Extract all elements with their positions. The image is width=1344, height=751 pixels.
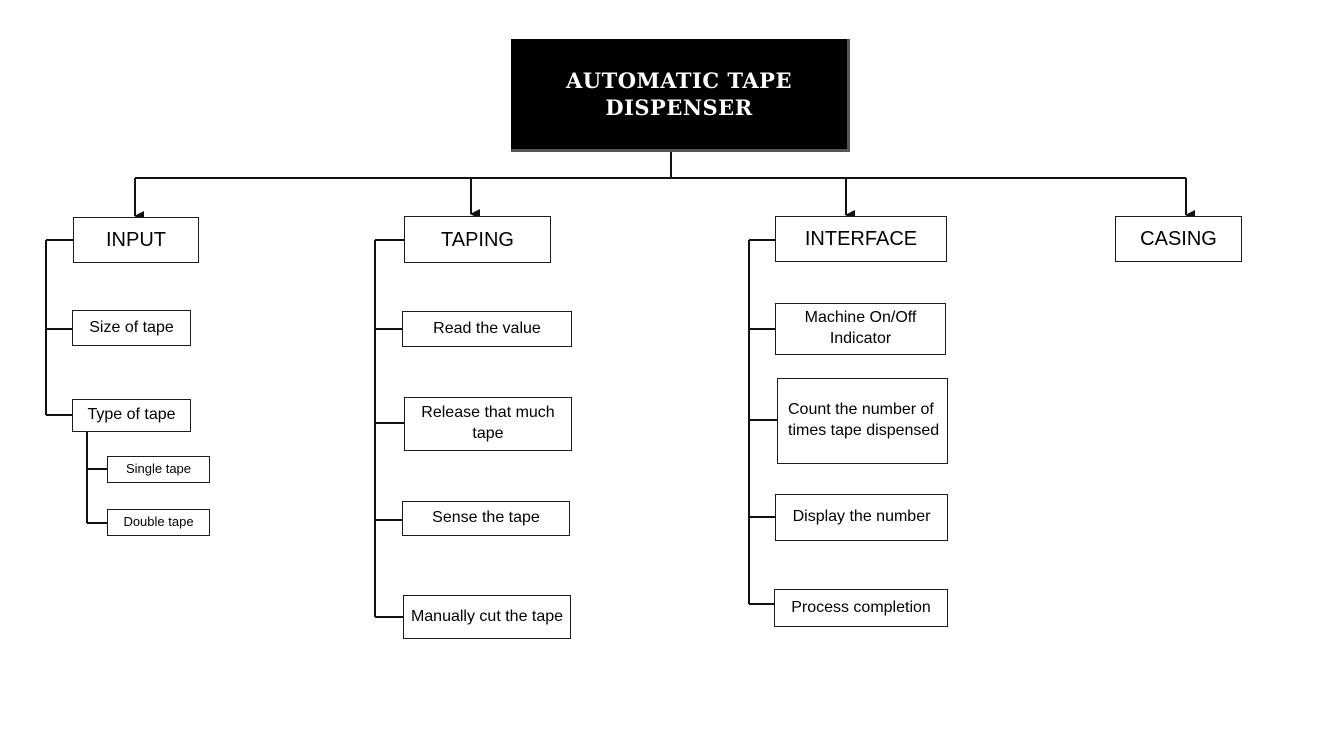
input-item-type-label: Type of tape bbox=[87, 406, 176, 424]
taping-item-read-label: Read the value bbox=[433, 319, 541, 337]
taping-item-release: Release that much tape bbox=[404, 397, 572, 451]
interface-item-count-label: Count the number of times tape dispensed bbox=[788, 401, 940, 439]
interface-item-display: Display the number bbox=[775, 494, 948, 541]
taping-item-sense: Sense the tape bbox=[402, 501, 570, 536]
input-item-size: Size of tape bbox=[72, 310, 191, 346]
interface-item-count: Count the number of times tape dispensed bbox=[777, 378, 948, 464]
interface-item-display-label: Display the number bbox=[792, 508, 931, 526]
category-taping: TAPING bbox=[404, 216, 551, 263]
root-node: AUTOMATIC TAPE DISPENSER bbox=[511, 39, 850, 152]
input-subitem-double: Double tape bbox=[107, 509, 210, 536]
taping-item-sense-label: Sense the tape bbox=[432, 509, 540, 527]
input-subitem-single-label: Single tape bbox=[125, 461, 192, 477]
interface-item-completion: Process completion bbox=[774, 589, 948, 627]
category-taping-label: TAPING bbox=[441, 228, 514, 251]
taping-item-cut-label: Manually cut the tape bbox=[410, 607, 564, 625]
input-item-type: Type of tape bbox=[72, 399, 191, 432]
input-subitem-double-label: Double tape bbox=[123, 514, 194, 530]
taping-item-release-label: Release that much tape bbox=[421, 404, 555, 442]
category-input-label: INPUT bbox=[106, 229, 166, 251]
interface-item-onoff: Machine On/Off Indicator bbox=[775, 303, 946, 355]
category-interface-label: INTERFACE bbox=[804, 228, 918, 250]
input-subitem-single: Single tape bbox=[107, 456, 210, 483]
category-casing-label: CASING bbox=[1140, 228, 1217, 250]
interface-item-completion-label: Process completion bbox=[791, 598, 931, 616]
input-item-size-label: Size of tape bbox=[89, 318, 174, 336]
root-label: AUTOMATIC TAPE DISPENSER bbox=[566, 67, 792, 120]
taping-item-cut: Manually cut the tape bbox=[403, 595, 571, 639]
taping-item-read: Read the value bbox=[402, 311, 572, 347]
interface-item-onoff-label: Machine On/Off Indicator bbox=[804, 309, 917, 347]
category-input: INPUT bbox=[73, 217, 199, 263]
category-interface: INTERFACE bbox=[775, 216, 947, 262]
category-casing: CASING bbox=[1115, 216, 1242, 262]
